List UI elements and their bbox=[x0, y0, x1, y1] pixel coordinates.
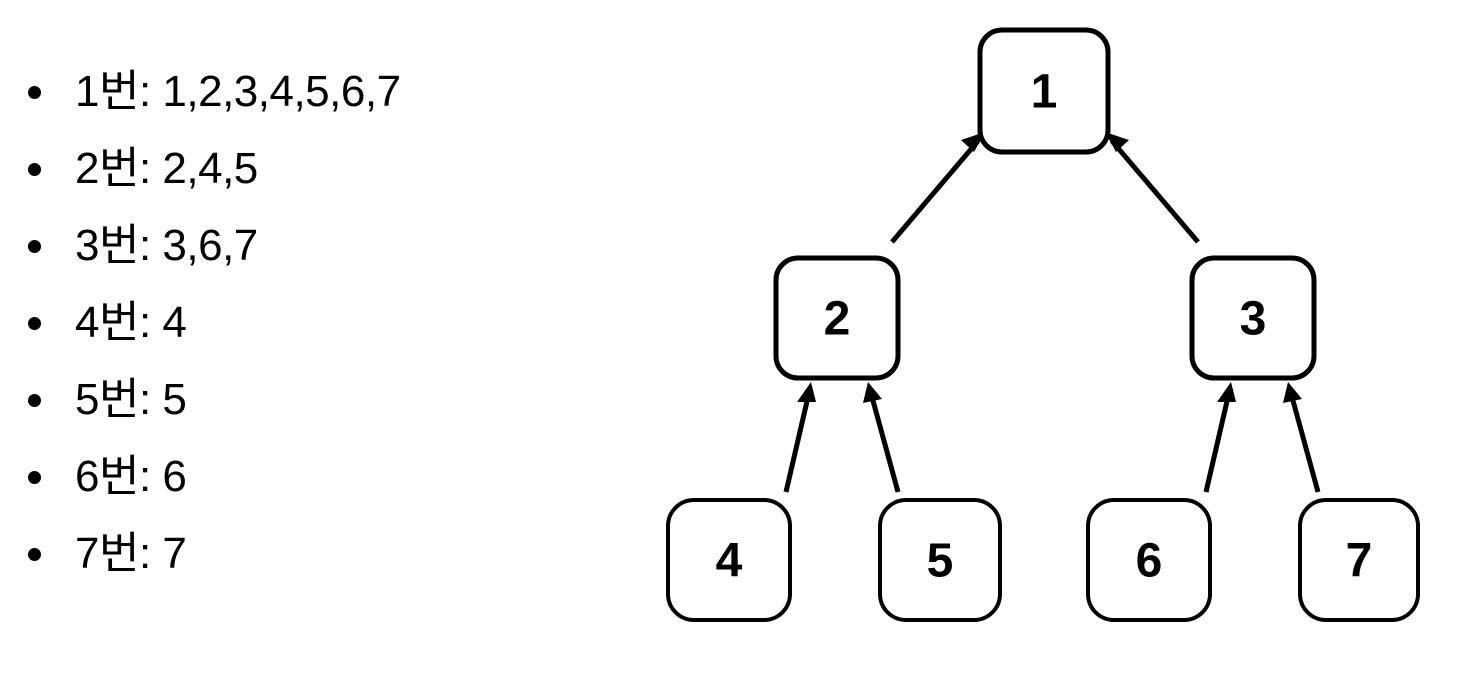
list-item: 6번: 6 bbox=[28, 438, 187, 516]
binary-tree-diagram: 1 2 3 4 5 6 bbox=[620, 0, 1472, 678]
edge-6-to-3 bbox=[1203, 382, 1236, 493]
tree-node-label: 7 bbox=[1346, 535, 1373, 588]
list-item-label: 5번: 5 bbox=[75, 375, 187, 424]
tree-node-5[interactable]: 5 bbox=[878, 498, 1002, 622]
bullet-icon bbox=[28, 239, 41, 253]
tree-node-6[interactable]: 6 bbox=[1086, 498, 1212, 622]
list-item: 4번: 4 bbox=[28, 284, 187, 362]
list-item: 5번: 5 bbox=[28, 361, 187, 439]
adjacency-list: 1번: 1,2,3,4,5,6,7 2번: 2,4,5 3번: 3,6,7 4번… bbox=[0, 0, 620, 678]
bullet-icon bbox=[28, 470, 41, 484]
tree-node-2[interactable]: 2 bbox=[773, 255, 901, 381]
tree-node-3[interactable]: 3 bbox=[1189, 255, 1317, 381]
arrow-head-icon bbox=[1283, 382, 1302, 403]
list-item-label: 2번: 2,4,5 bbox=[75, 144, 258, 193]
tree-node-label: 1 bbox=[1031, 66, 1058, 119]
bullet-icon bbox=[28, 393, 41, 407]
arrow-head-icon bbox=[1217, 382, 1236, 402]
list-item: 1번: 1,2,3,4,5,6,7 bbox=[28, 53, 401, 131]
list-item-label: 6번: 6 bbox=[75, 452, 187, 501]
edge-3-to-1 bbox=[1105, 132, 1200, 244]
list-item-label: 4번: 4 bbox=[75, 298, 187, 347]
edge-5-to-2 bbox=[863, 382, 901, 493]
tree-node-4[interactable]: 4 bbox=[666, 498, 792, 622]
arrow-head-icon bbox=[863, 382, 882, 403]
edge-7-to-3 bbox=[1283, 382, 1321, 493]
list-item: 3번: 3,6,7 bbox=[28, 207, 258, 285]
tree-node-label: 4 bbox=[716, 535, 743, 588]
tree-node-label: 6 bbox=[1136, 535, 1163, 588]
list-item-label: 7번: 7 bbox=[75, 529, 187, 578]
tree-node-7[interactable]: 7 bbox=[1298, 498, 1420, 622]
arrow-head-icon bbox=[797, 382, 816, 402]
tree-node-label: 3 bbox=[1240, 293, 1267, 346]
tree-node-1[interactable]: 1 bbox=[977, 27, 1111, 155]
list-item-label: 3번: 3,6,7 bbox=[75, 221, 258, 270]
list-item-label: 1번: 1,2,3,4,5,6,7 bbox=[75, 67, 401, 116]
edge-4-to-2 bbox=[783, 382, 816, 493]
bullet-icon bbox=[28, 85, 41, 99]
edge-2-to-1 bbox=[890, 132, 985, 244]
list-item: 2번: 2,4,5 bbox=[28, 130, 258, 208]
bullet-icon bbox=[28, 547, 41, 561]
arrow-head-icon bbox=[1105, 132, 1129, 152]
bullet-icon bbox=[28, 316, 41, 330]
tree-node-label: 2 bbox=[824, 293, 851, 346]
tree-node-label: 5 bbox=[927, 535, 954, 588]
list-item: 7번: 7 bbox=[28, 515, 187, 593]
bullet-icon bbox=[28, 162, 41, 176]
